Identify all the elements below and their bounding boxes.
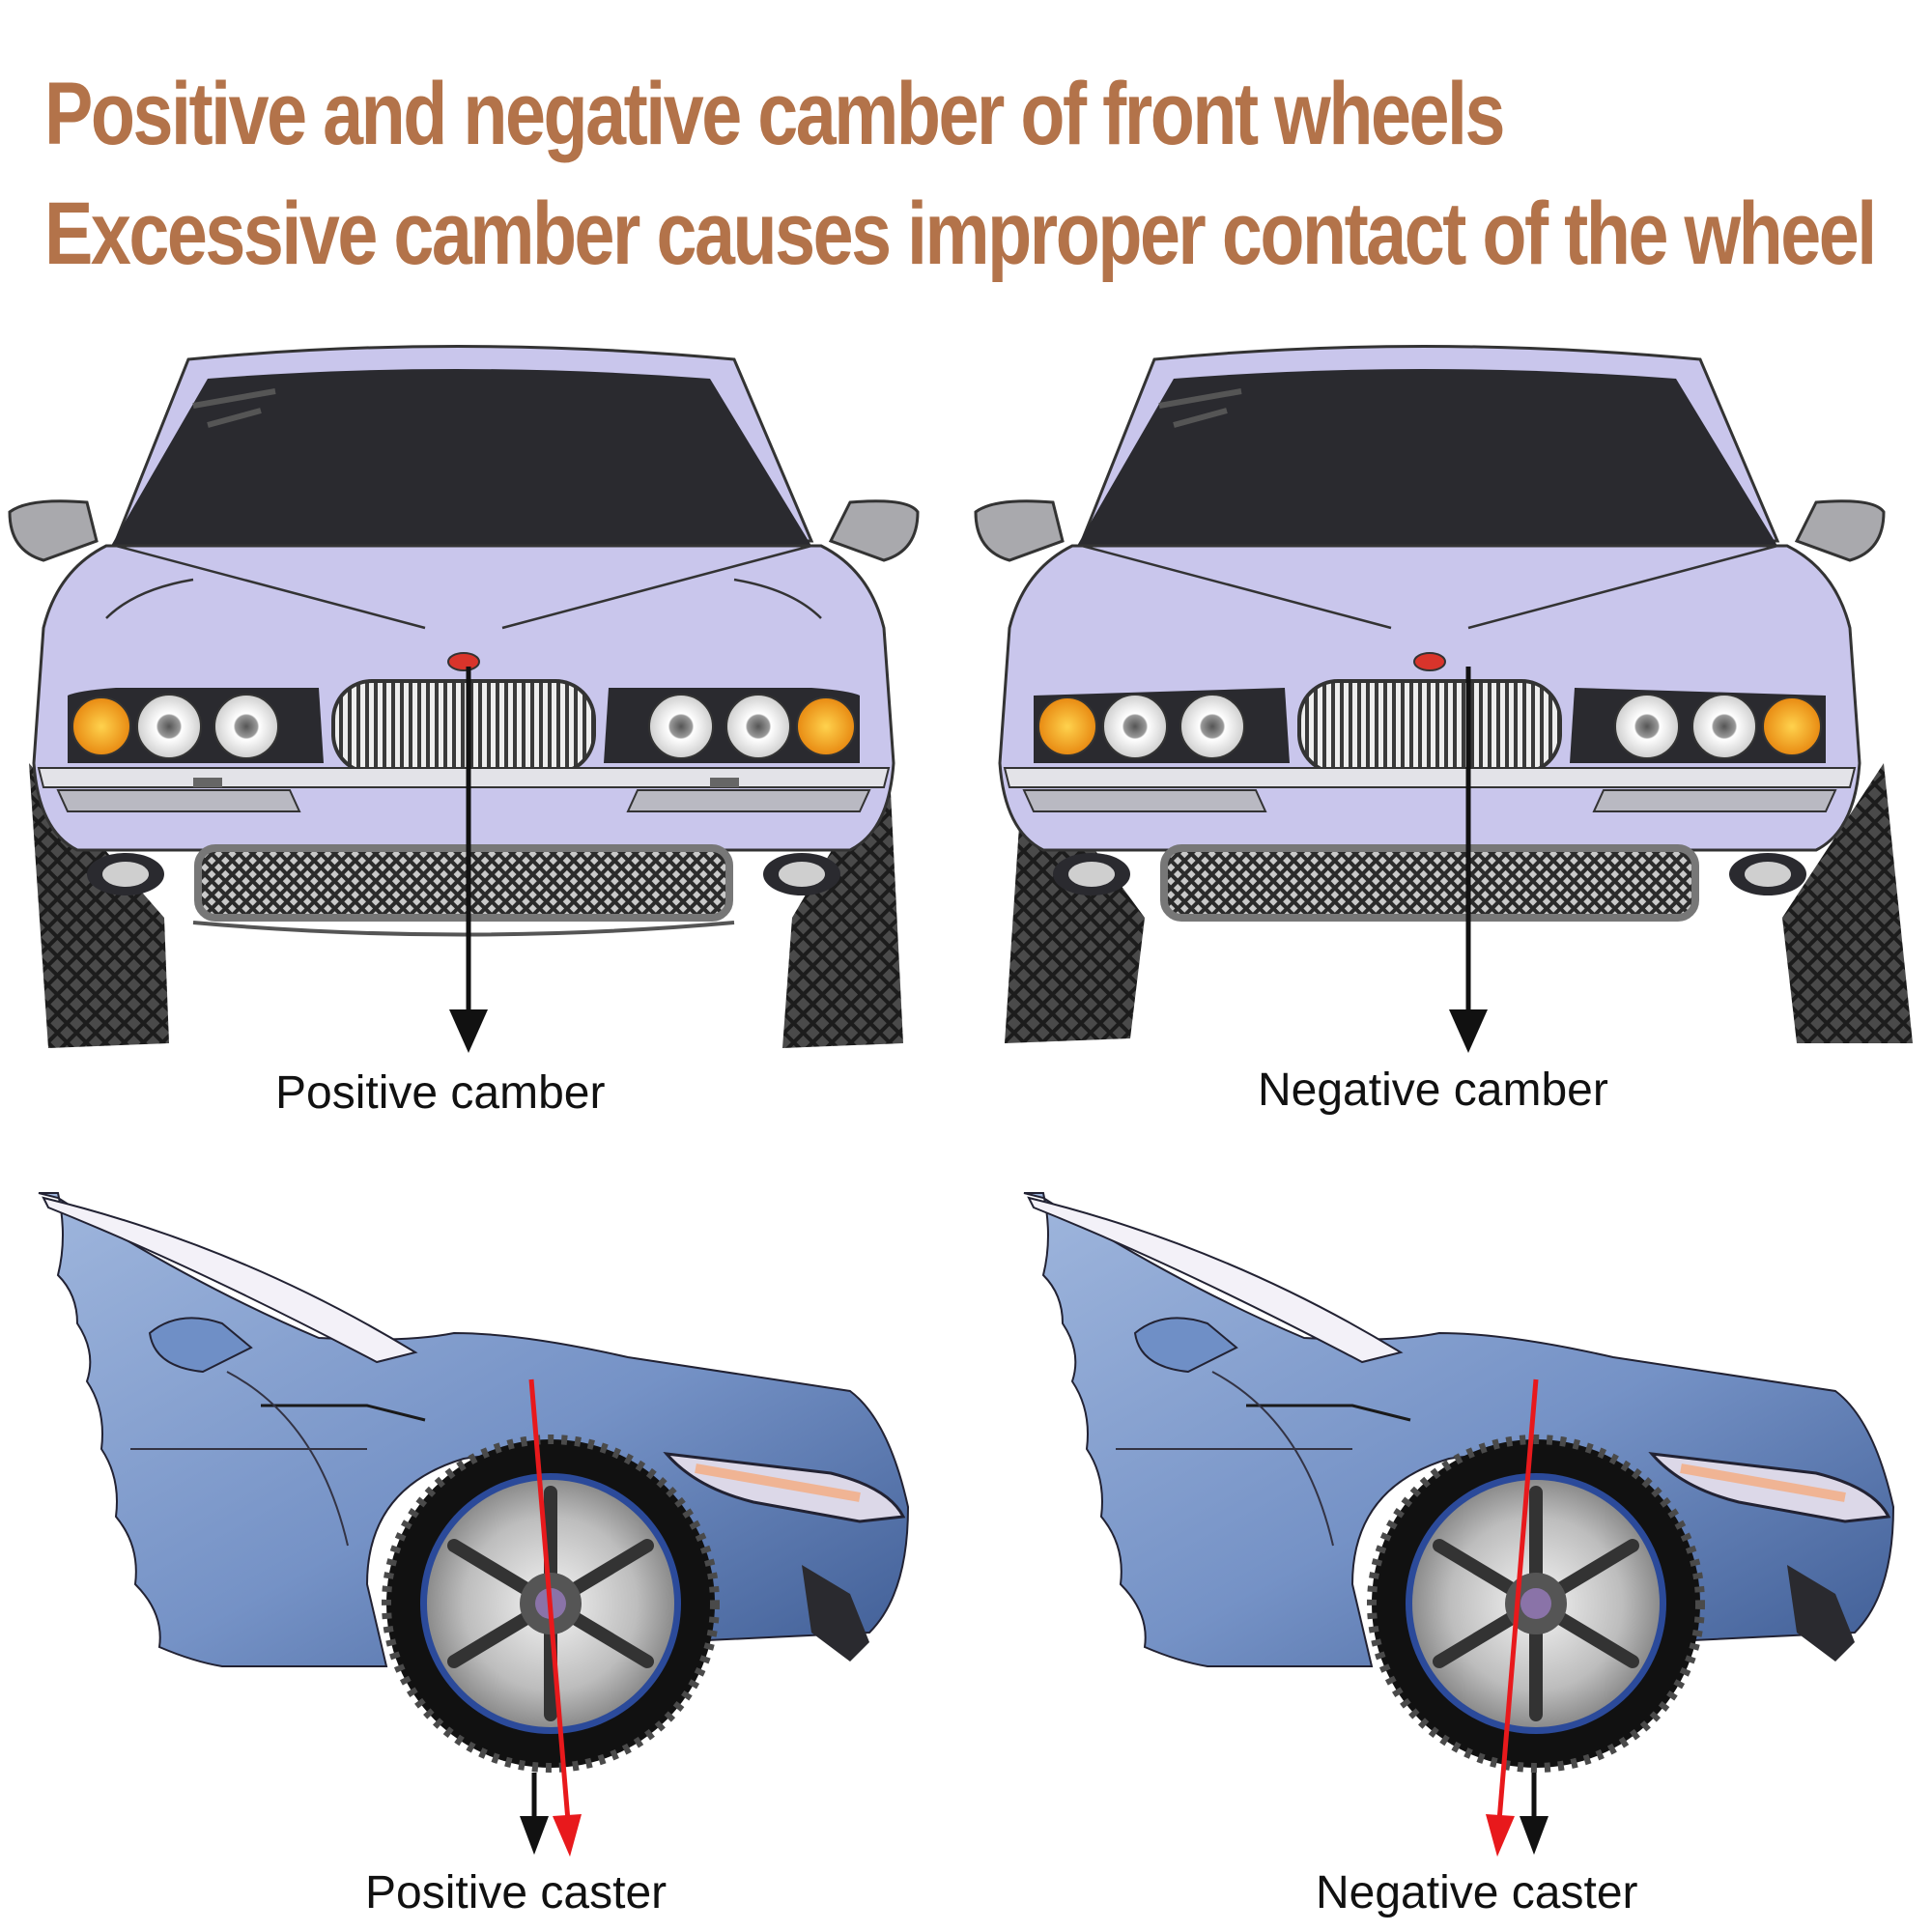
headline-line-2: Excessive camber causes improper contact…: [44, 185, 1877, 283]
negative-caster-label: Negative caster: [1316, 1867, 1638, 1918]
positive-caster-vertical-arrow: [520, 1773, 549, 1855]
positive-camber-label: Positive camber: [275, 1067, 606, 1119]
positive-camber-arrow: [449, 667, 488, 1053]
positive-caster-illustration: [0, 0, 966, 1857]
negative-caster-vertical-arrow: [1520, 1773, 1548, 1855]
positive-caster-label: Positive caster: [365, 1867, 668, 1918]
negative-camber-arrow: [1449, 667, 1488, 1053]
negative-caster-red-arrow: [1486, 1378, 1539, 1857]
headline-line-1: Positive and negative camber of front wh…: [44, 65, 1505, 163]
positive-camber-illustration: [0, 0, 966, 1053]
negative-camber-illustration: [974, 345, 1913, 1053]
negative-caster-illustration: [995, 0, 1932, 1857]
negative-camber-label: Negative camber: [1258, 1065, 1608, 1116]
positive-caster-red-arrow: [528, 1378, 582, 1857]
